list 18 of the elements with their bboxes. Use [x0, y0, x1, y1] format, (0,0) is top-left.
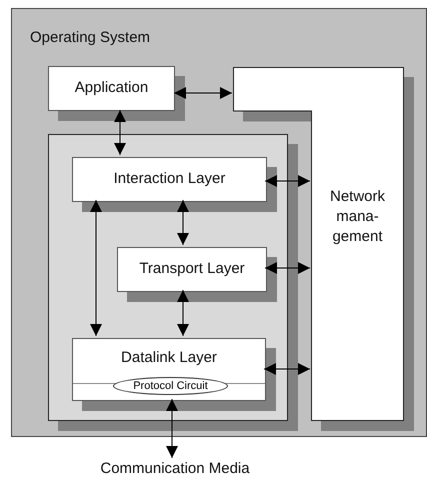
double-arrow [114, 110, 126, 156]
node-label: Transport Layer [139, 259, 245, 280]
node-label: Datalink Layer [121, 348, 217, 368]
node-label: Interaction Layer [114, 169, 226, 190]
double-arrow [264, 363, 310, 375]
double-arrow [264, 175, 310, 187]
system-panel [11, 8, 427, 437]
double-arrow [166, 398, 178, 458]
double-arrow [90, 200, 102, 336]
double-arrow [177, 290, 189, 336]
node-label: Network mana- gement [328, 187, 386, 247]
double-arrow [177, 200, 189, 246]
node-label: Application [74, 78, 148, 98]
node-label: Communication Media [100, 458, 250, 479]
node-label: Protocol Circuit [133, 380, 208, 392]
double-arrow [174, 87, 232, 99]
node-label: Operating System [30, 28, 150, 48]
double-arrow [264, 262, 310, 274]
